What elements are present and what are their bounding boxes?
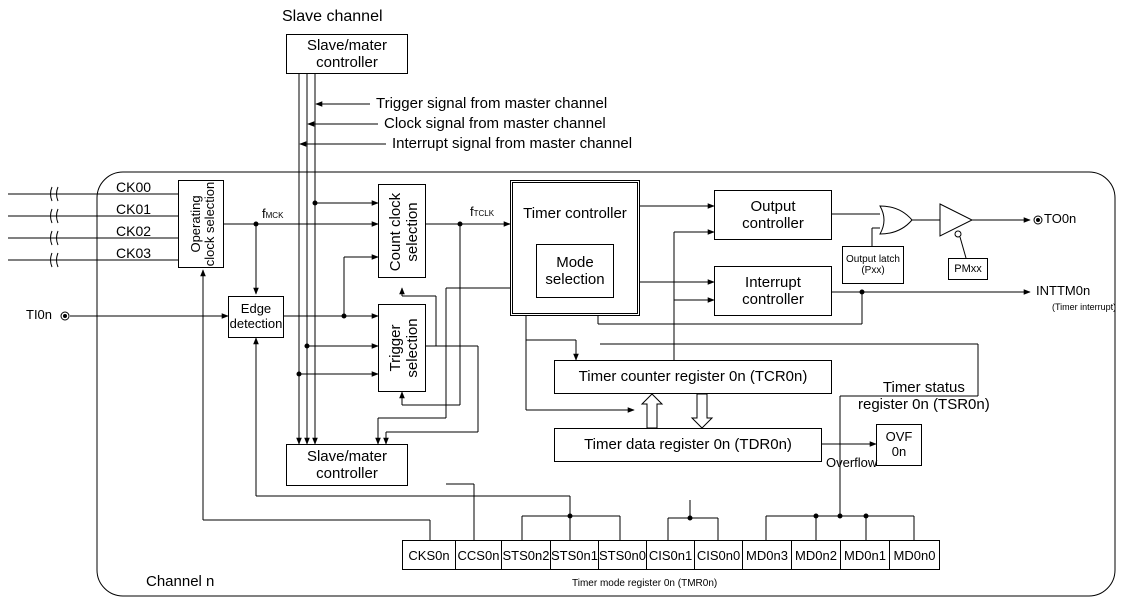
fmck-f: f [262,206,266,221]
tmr-bit-md0n1: MD0n1 [840,540,890,570]
timer-status-register-label: Timer status register 0n (TSR0n) [858,379,990,413]
tmr-bit-sts0n2: STS0n2 [501,540,551,570]
ck00-label: CK00 [116,179,152,195]
timer-data-register-block: Timer data register 0n (TDR0n) [554,428,822,462]
ftclk-label: fTCLK [470,204,495,219]
edge-detection-block: Edge detection [228,296,284,338]
ovf-flag-block: OVF 0n [876,424,922,466]
tmr-bit-md0n2: MD0n2 [791,540,841,570]
interrupt-signal-label: Interrupt signal from master channel [392,135,633,152]
fmck-sub: MCK [265,211,284,220]
output-latch-pin-label: (Pxx) [861,265,885,276]
operating-clock-selection-label: Operating clock selection [188,181,218,267]
channel-boundary [96,171,1116,597]
ck-input-lines [8,186,178,268]
ck02-label: CK02 [116,223,152,239]
fmck-label: fMCK [262,206,284,221]
count-clock-selection-label: Count clock selection [387,192,421,272]
clock-signal-label: Clock signal from master channel [384,115,606,132]
tmr-bit-ccs0n: CCS0n [455,540,502,570]
trigger-selection-label: Trigger selection [387,318,421,378]
tmr-register-label: Timer mode register 0n (TMR0n) [572,578,718,589]
ftclk-f: f [470,204,474,219]
tmr-bit-sts0n1: STS0n1 [550,540,599,570]
buffer [939,203,974,237]
tmr-bit-cis0n1: CIS0n1 [646,540,695,570]
slave-master-controller-bottom: Slave/mater controller [286,444,408,486]
ftclk-sub: TCLK [473,209,495,218]
timer-counter-register-block: Timer counter register 0n (TCR0n) [554,360,832,394]
trigger-signal-label: Trigger signal from master channel [376,95,608,112]
overflow-label: Overflow [826,455,878,470]
inttm0n-label: INTTM0n [1036,283,1091,298]
or-gate [879,205,913,235]
interrupt-controller-block: Interrupt controller [714,266,832,316]
timer-controller-label: Timer controller [523,205,627,222]
output-latch-block: Output latch (Pxx) [842,246,904,284]
slave-master-controller-top: Slave/mater controller [286,34,408,74]
tmr-bit-cis0n0: CIS0n0 [694,540,743,570]
tmr-bit-cks0n: CKS0n [402,540,456,570]
to0n-pin-label: TO0n [1044,211,1077,226]
trigger-selection-block [378,304,426,392]
output-latch-label: Output latch [846,253,900,265]
slave-channel-label: Slave channel [282,8,383,25]
tmr-bit-sts0n0: STS0n0 [598,540,647,570]
ti0n-pin-label: TI0n [26,307,53,322]
mode-selection-block: Mode selection [536,244,614,298]
ck01-label: CK01 [116,201,152,217]
count-clock-selection-block [378,184,426,278]
channel-n-label: Channel n [146,573,215,590]
operating-clock-selection-block [178,180,224,268]
tmr-bit-md0n0: MD0n0 [889,540,940,570]
output-controller-block: Output controller [714,190,832,240]
ck03-label: CK03 [116,245,152,261]
timer-interrupt-label: (Timer interrupt) [1052,302,1117,312]
tmr-bit-md0n3: MD0n3 [742,540,792,570]
pmxx-block: PMxx [948,258,988,280]
